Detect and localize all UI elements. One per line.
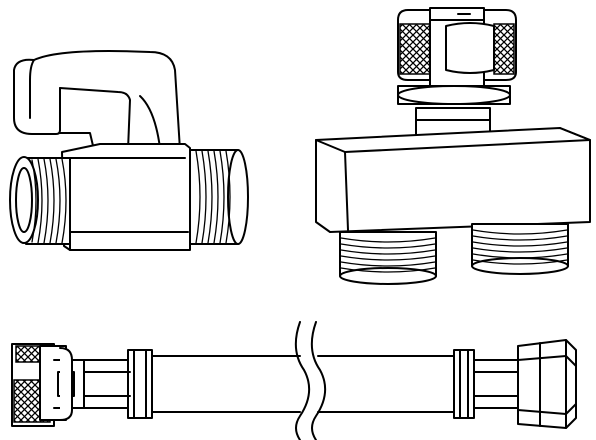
flexible-hose — [11, 321, 577, 440]
valve-handle — [13, 50, 181, 151]
valve-right-thread — [189, 149, 249, 245]
valve-body — [61, 143, 191, 251]
hose-left-ferrule — [83, 349, 153, 419]
valve-left-thread — [9, 156, 71, 245]
ball-valve — [9, 50, 249, 251]
hose-left-knurled-nut — [11, 343, 85, 427]
hose-right-hex-nut — [517, 339, 577, 429]
hose-tube — [147, 321, 457, 440]
splitter-left-outlet — [339, 231, 437, 285]
splitter-knurled-nut — [397, 7, 517, 101]
hose-right-ferrule — [453, 349, 521, 419]
splitter-right-outlet — [471, 223, 569, 275]
two-way-splitter — [315, 7, 591, 285]
splitter-block — [315, 127, 591, 233]
